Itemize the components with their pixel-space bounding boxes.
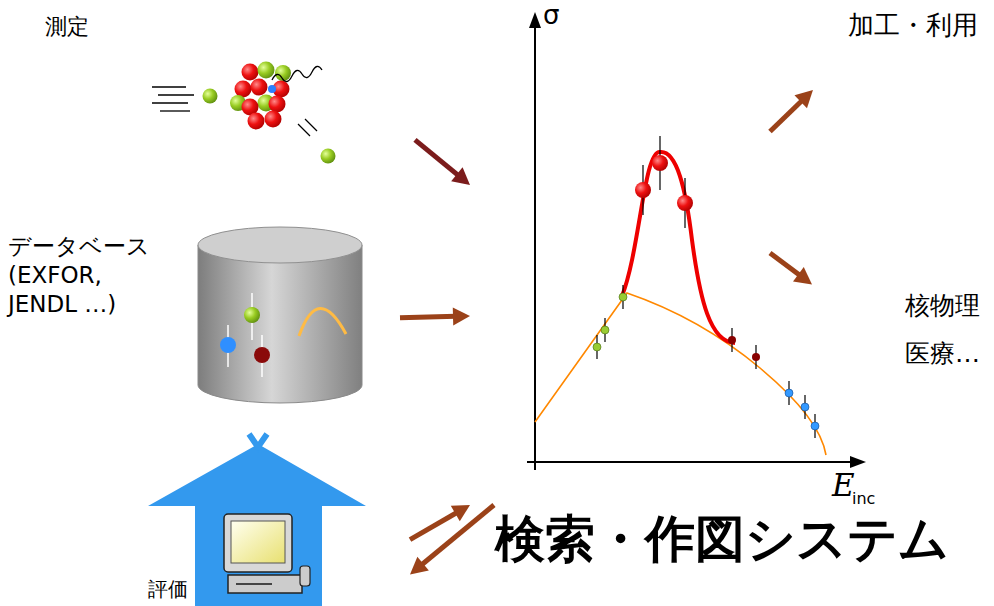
nucleus-illustration (251, 79, 268, 96)
nucleus-illustration (152, 86, 186, 87)
cross-section-chart (593, 343, 601, 351)
house-computer (249, 434, 267, 447)
arrow-head (451, 167, 470, 185)
cross-section-chart (601, 326, 609, 334)
arrow-shaft (415, 140, 459, 176)
diagram-node: 検索・作図システム (470, 55, 770, 505)
nucleus-illustration (258, 62, 275, 79)
diagram-node: 測定 (15, 5, 415, 195)
house-computer (300, 566, 310, 586)
node-label: 評価 (148, 576, 188, 603)
house-computer (228, 575, 302, 593)
cross-section-chart (801, 403, 809, 411)
database-cylinder (220, 337, 236, 353)
diagram-node: データベース (EXFOR, JENDL …) (5, 200, 400, 390)
cross-section-chart (635, 182, 651, 198)
cross-section-chart (529, 12, 541, 28)
flow-arrow (415, 140, 470, 185)
nucleus-illustration (321, 149, 336, 164)
cross-section-chart (785, 389, 793, 397)
flow-arrow (770, 253, 812, 284)
arrow-head (793, 267, 812, 284)
nucleus-illustration (265, 111, 282, 128)
house-computer (224, 514, 292, 572)
nucleus-illustration (235, 81, 252, 98)
cross-section-chart (535, 293, 826, 455)
database-cylinder (299, 308, 346, 336)
flow-arrow (400, 307, 470, 325)
arrow-head (794, 90, 812, 108)
arrow-shaft (770, 100, 803, 132)
cross-section-chart (622, 152, 735, 343)
cross-section-chart (652, 155, 668, 171)
nucleus-illustration (305, 119, 317, 131)
house-computer (231, 521, 285, 563)
arrow-head (453, 307, 470, 325)
node-label: 測定 (45, 12, 89, 42)
nucleus-illustration (152, 87, 194, 111)
cross-section-chart (811, 422, 819, 430)
nucleus-illustration (160, 110, 190, 111)
cross-section-chart (850, 456, 866, 468)
database-cylinder (198, 227, 362, 263)
nucleus-illustration (272, 66, 322, 81)
nucleus-illustration (152, 62, 336, 164)
arrow-shaft (400, 316, 456, 317)
nucleus-illustration (203, 89, 218, 104)
arrow-shaft (410, 512, 458, 540)
nucleus-illustration (152, 102, 188, 103)
nucleus-illustration (158, 94, 194, 95)
cross-section-chart (728, 336, 736, 344)
diagram-node: 加工・利用 (800, 5, 985, 90)
database-cylinder (198, 227, 362, 403)
database-cylinder (244, 307, 260, 323)
nucleus-illustration (269, 96, 286, 113)
cross-section-chart (619, 293, 627, 301)
cross-section-chart (527, 461, 852, 463)
database-cylinder (254, 347, 270, 363)
axis-label-energy: E (832, 470, 855, 501)
node-label: データベース (EXFOR, JENDL …) (8, 232, 168, 318)
flow-arrow (410, 505, 494, 574)
arrow-shaft (770, 253, 801, 276)
node-label: 検索・作図システム (495, 514, 949, 564)
arrow-head (451, 505, 470, 521)
database-cylinder (228, 293, 262, 377)
database-cylinder (198, 245, 362, 403)
cross-section-chart (677, 195, 693, 211)
nucleus-illustration (248, 113, 265, 130)
nucleus-illustration (242, 64, 259, 81)
cross-section-chart (597, 136, 815, 438)
house-computer (236, 583, 272, 585)
diagram-node: 評価 (140, 440, 410, 606)
cross-section-chart (527, 12, 866, 470)
house-computer (148, 434, 366, 606)
node-label: 核物理 医療… (905, 282, 988, 378)
cross-section-chart (752, 353, 760, 361)
house-computer (148, 444, 366, 606)
axis-label-subscript: inc (852, 491, 875, 507)
arrow-shaft (421, 505, 494, 566)
node-label: 加工・利用 (848, 8, 978, 43)
flow-arrow (770, 90, 813, 132)
diagram-node: 核物理 医療… (812, 270, 992, 390)
cross-section-chart (534, 26, 536, 470)
nucleus-illustration (298, 124, 310, 136)
nucleus-illustration (268, 85, 276, 93)
arrow-head (410, 557, 429, 575)
axis-label-sigma: σ (543, 2, 559, 28)
